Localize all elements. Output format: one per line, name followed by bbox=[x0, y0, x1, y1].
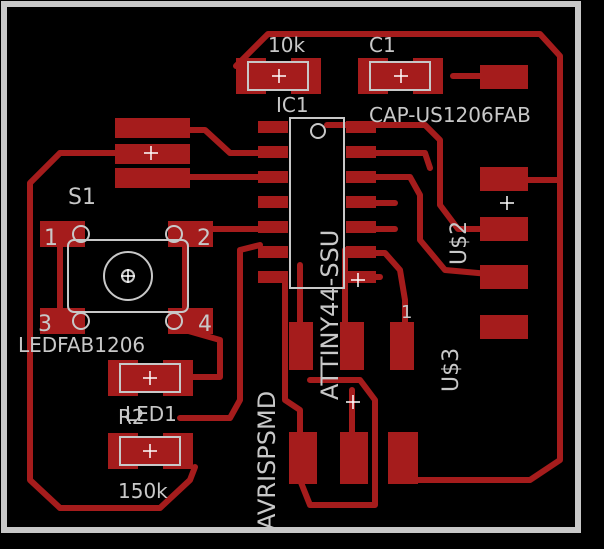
r1-pad-right bbox=[291, 58, 321, 94]
s1-pin3-label: 3 bbox=[38, 312, 52, 337]
avr-pad-1 bbox=[289, 432, 317, 484]
avr-label: AVRISPSMD bbox=[253, 391, 281, 530]
us2-label: U$2 bbox=[447, 221, 472, 265]
board-outline bbox=[1, 1, 581, 533]
s1-pin2-label: 2 bbox=[197, 226, 211, 251]
avr-pad-2 bbox=[340, 432, 368, 484]
ic1-outline bbox=[289, 117, 345, 289]
led1-pad-left bbox=[108, 360, 138, 396]
us3-pin-label: 1 bbox=[401, 302, 412, 323]
s1-outline bbox=[67, 239, 189, 313]
ic1-name-label: IC1 bbox=[276, 93, 309, 117]
led-name-label: LED1 bbox=[125, 402, 177, 426]
us3-label: U$3 bbox=[439, 348, 464, 392]
us2-pad-4 bbox=[480, 265, 528, 289]
r2-value-label: 150k bbox=[118, 479, 168, 503]
c1-pad-right bbox=[413, 58, 443, 94]
us2-pad-1 bbox=[480, 65, 528, 89]
us2-pad-3 bbox=[480, 217, 528, 241]
left-header-pad-2 bbox=[115, 144, 190, 164]
copper-traces bbox=[27, 31, 563, 511]
us3-pad-3 bbox=[390, 322, 414, 370]
ic1-value-label: ATTINY44-SSU bbox=[316, 230, 344, 400]
us2-pad-5 bbox=[480, 315, 528, 339]
s1-pin4-label: 4 bbox=[198, 312, 212, 337]
us3-pad-1 bbox=[289, 322, 313, 370]
r1-value-label: 10k bbox=[268, 33, 305, 57]
c1-name-label: C1 bbox=[369, 33, 396, 57]
r1-pad-left bbox=[236, 58, 266, 94]
us3-pad-2 bbox=[340, 322, 364, 370]
r2-pad-left bbox=[108, 433, 138, 469]
copper-pads bbox=[40, 58, 528, 484]
c1-pad-left bbox=[358, 58, 388, 94]
r2-pad-right bbox=[163, 433, 193, 469]
left-header-pad-3 bbox=[115, 168, 190, 188]
led1-pad-right bbox=[163, 360, 193, 396]
c1-value-label: CAP-US1206FAB bbox=[369, 103, 531, 127]
s1-pin1-label: 1 bbox=[44, 226, 58, 251]
s1-name-label: S1 bbox=[68, 185, 96, 210]
led-value-label: LEDFAB1206 bbox=[18, 333, 145, 357]
s1-button-circle bbox=[103, 251, 153, 301]
r2-name-label: R2 bbox=[118, 405, 145, 429]
s1-pad-1 bbox=[40, 221, 85, 247]
us2-pad-2 bbox=[480, 167, 528, 191]
avr-pad-3 bbox=[388, 432, 418, 484]
origin-marks bbox=[121, 69, 514, 458]
left-header-pad-1 bbox=[115, 118, 190, 138]
